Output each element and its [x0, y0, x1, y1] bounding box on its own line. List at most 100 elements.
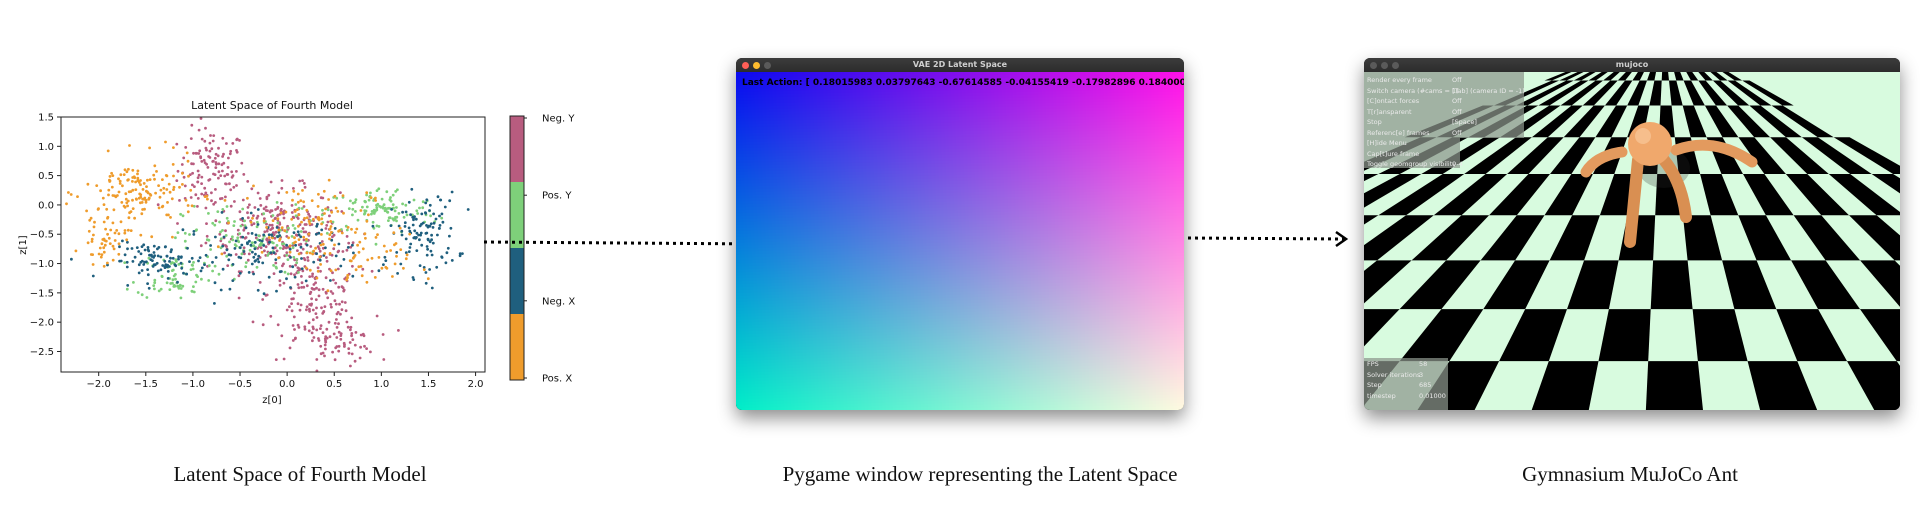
scatter-point: [207, 264, 211, 268]
scatter-point: [171, 163, 175, 166]
scatter-point: [110, 171, 113, 175]
scatter-point: [196, 176, 200, 180]
scatter-point: [176, 284, 180, 288]
scatter-point: [246, 232, 250, 235]
menu-row-label[interactable]: Cap[t]ure frame: [1367, 149, 1420, 158]
scatter-point: [346, 226, 350, 229]
scatter-point: [324, 340, 328, 344]
scatter-point: [248, 248, 252, 252]
scatter-point: [118, 182, 122, 185]
floor-tile: [1749, 105, 1802, 138]
scatter-point: [241, 217, 245, 220]
menu-row-label[interactable]: T[r]ansparent: [1367, 107, 1412, 116]
scatter-point: [309, 245, 313, 248]
scatter-point: [224, 244, 227, 247]
floor-tile: [1828, 174, 1900, 216]
menu-row-label[interactable]: [C]ontact forces: [1367, 97, 1420, 105]
close-button[interactable]: [1370, 62, 1377, 69]
floor-tile: [1507, 137, 1564, 174]
scatter-point: [183, 239, 187, 243]
menu-row-value: Off: [1452, 97, 1462, 105]
close-button[interactable]: [742, 62, 749, 69]
scatter-point: [217, 162, 221, 166]
scatter-point: [264, 294, 268, 297]
floor-tile: [1364, 260, 1412, 304]
scatter-point: [370, 269, 374, 273]
scatter-point: [290, 211, 294, 214]
scatter-point: [163, 266, 167, 269]
menu-row-label[interactable]: Toggle geomgroup visibility: [1367, 160, 1457, 168]
scatter-point: [314, 298, 318, 301]
floor-tile: [1617, 72, 1632, 81]
maximize-button[interactable]: [1392, 62, 1399, 69]
scatter-point: [176, 231, 180, 235]
scatter-point: [173, 284, 177, 288]
scatter-point: [290, 302, 293, 305]
floor-tile: [1860, 309, 1900, 362]
scatter-point: [254, 233, 258, 237]
minimize-button[interactable]: [753, 62, 760, 69]
scatter-point: [126, 247, 129, 251]
scatter-point: [128, 211, 132, 215]
scatter-point: [356, 218, 360, 222]
scatter-point: [347, 207, 351, 210]
scatter-point: [181, 228, 185, 232]
scatter-point: [172, 185, 176, 189]
latent-space-gradient-canvas[interactable]: [736, 72, 1184, 410]
scatter-point: [385, 250, 389, 253]
scatter-point: [320, 213, 324, 217]
menu-row-label[interactable]: Render every frame: [1367, 76, 1432, 84]
mujoco-title-bar[interactable]: mujoco: [1364, 58, 1900, 72]
minimize-button[interactable]: [1381, 62, 1388, 69]
scatter-point: [200, 277, 203, 281]
scatter-point: [300, 207, 304, 210]
scatter-point: [311, 272, 314, 276]
menu-row-label[interactable]: [H]ide Menu: [1367, 139, 1407, 147]
scatter-point: [320, 306, 323, 310]
scatter-point: [204, 146, 208, 150]
scatter-point: [291, 215, 295, 219]
scatter-point: [350, 227, 353, 231]
scatter-point: [297, 238, 301, 242]
scatter-point: [334, 281, 338, 285]
scatter-point: [106, 232, 109, 236]
scatter-point: [153, 164, 157, 168]
scatter-point: [218, 220, 222, 224]
scatter-point: [89, 216, 93, 220]
scatter-point: [203, 186, 207, 190]
scatter-point: [123, 261, 127, 264]
scatter-point: [430, 233, 433, 237]
scatter-point: [397, 212, 401, 215]
scatter-point: [248, 239, 251, 243]
scatter-point: [441, 220, 445, 224]
menu-row-label[interactable]: Referenc[e] frames: [1367, 128, 1430, 137]
scatter-point: [256, 257, 260, 261]
pygame-title-bar[interactable]: VAE 2D Latent Space: [736, 58, 1184, 72]
scatter-point: [351, 264, 354, 268]
scatter-point: [69, 193, 73, 196]
scatter-point: [440, 216, 444, 220]
scatter-point: [401, 202, 404, 206]
scatter-point: [318, 255, 322, 259]
scatter-point: [216, 245, 220, 249]
maximize-button[interactable]: [764, 62, 771, 69]
scatter-point: [141, 208, 145, 211]
floor-tile: [1742, 80, 1794, 106]
scatter-point: [217, 170, 221, 174]
menu-row-label[interactable]: Switch camera (#cams = 1): [1367, 86, 1459, 95]
menu-row-label[interactable]: Stop: [1367, 118, 1382, 126]
scatter-point: [314, 312, 318, 315]
pygame-window[interactable]: VAE 2D Latent Space Last Action: [ 0.180…: [736, 58, 1184, 410]
scatter-point: [345, 320, 349, 324]
scatter-point: [188, 173, 192, 176]
scatter-point: [376, 202, 380, 206]
scatter-point: [85, 209, 88, 213]
status-row-value: 0.01000: [1419, 391, 1446, 400]
scatter-point: [123, 253, 127, 257]
caption-pygame-window: Pygame window representing the Latent Sp…: [782, 462, 1178, 486]
scatter-point: [330, 210, 334, 214]
scatter-point: [355, 227, 359, 231]
colorbar-label: Neg. Y: [542, 114, 575, 125]
scatter-point: [272, 272, 276, 275]
